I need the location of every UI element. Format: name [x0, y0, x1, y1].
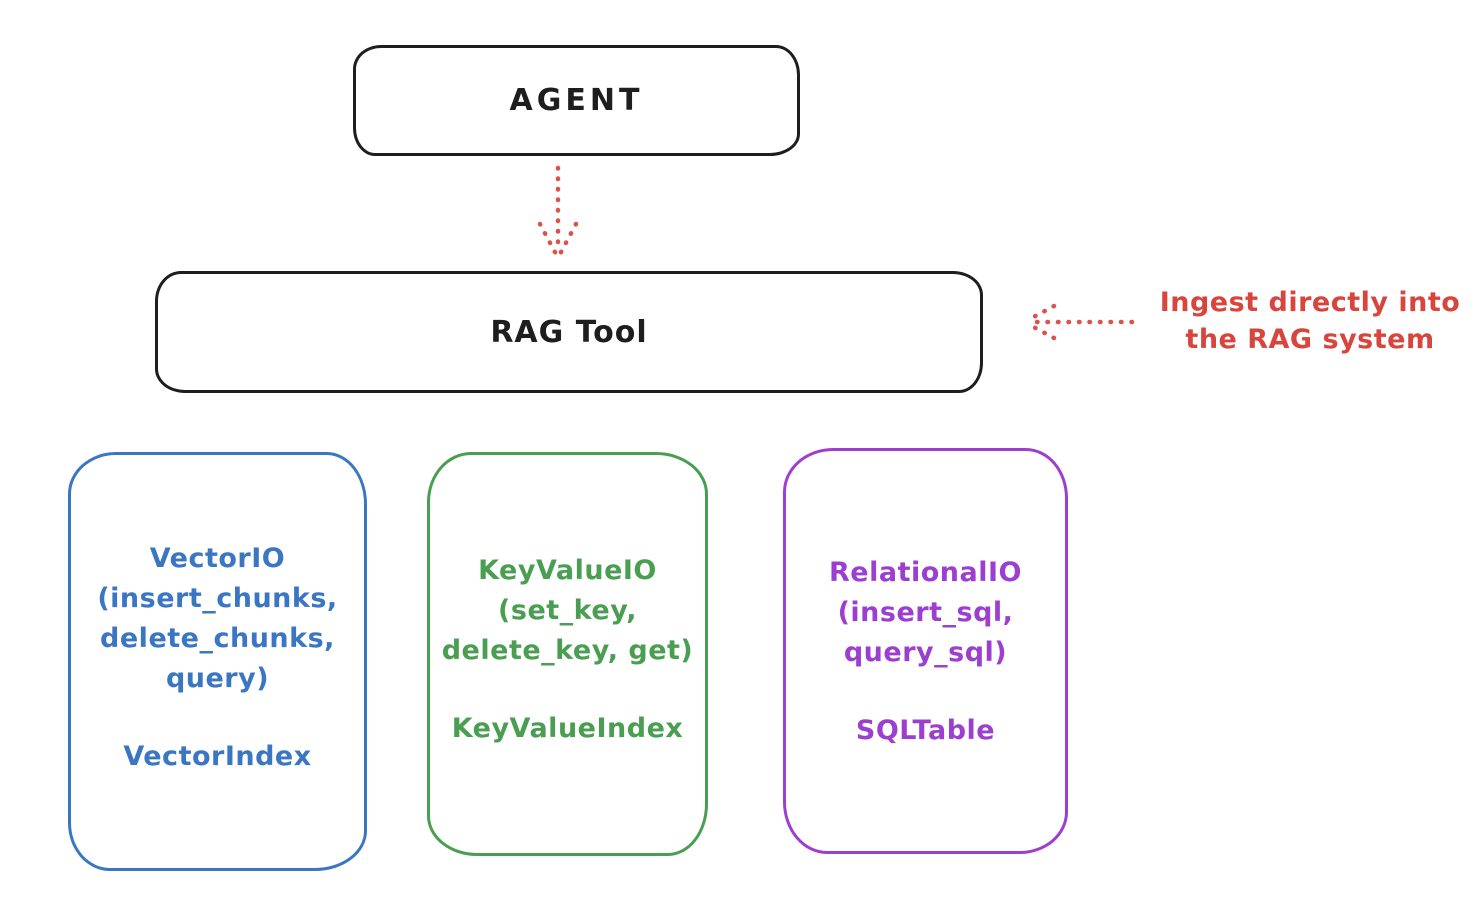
relational-io-line: (insert_sql, [837, 597, 1014, 628]
vector-io-line: delete_chunks, [100, 623, 335, 654]
key-value-io-box: KeyValueIO (set_key, delete_key, get) Ke… [427, 452, 708, 856]
relational-io-line: query_sql) [843, 637, 1008, 668]
key-value-io-line: (set_key, [498, 595, 637, 626]
relational-io-line: RelationalIO [829, 557, 1022, 588]
vector-io-line: (insert_chunks, [97, 583, 338, 614]
vector-io-line: VectorIO [149, 543, 286, 574]
key-value-io-line: delete_key, get) [441, 635, 694, 666]
ingest-annotation-line2: the RAG system [1185, 324, 1435, 355]
key-value-index-label: KeyValueIndex [451, 713, 684, 744]
agent-to-rag-arrow [537, 165, 579, 257]
key-value-io-line: KeyValueIO [478, 555, 657, 586]
sql-table-label: SQLTable [855, 715, 996, 746]
rag-tool-box-label: RAG Tool [490, 314, 648, 350]
annotation-to-rag-arrow [1025, 303, 1135, 341]
agent-box-label: AGENT [509, 83, 644, 118]
vector-index-label: VectorIndex [123, 741, 312, 772]
rag-tool-box: RAG Tool [155, 271, 983, 393]
vector-io-line: query) [165, 663, 270, 694]
ingest-annotation: Ingest directly into the RAG system [1142, 284, 1478, 358]
agent-box: AGENT [353, 45, 800, 156]
vector-io-box: VectorIO (insert_chunks, delete_chunks, … [68, 452, 367, 871]
relational-io-box: RelationalIO (insert_sql, query_sql) SQL… [783, 448, 1068, 854]
ingest-annotation-line1: Ingest directly into [1159, 287, 1461, 318]
